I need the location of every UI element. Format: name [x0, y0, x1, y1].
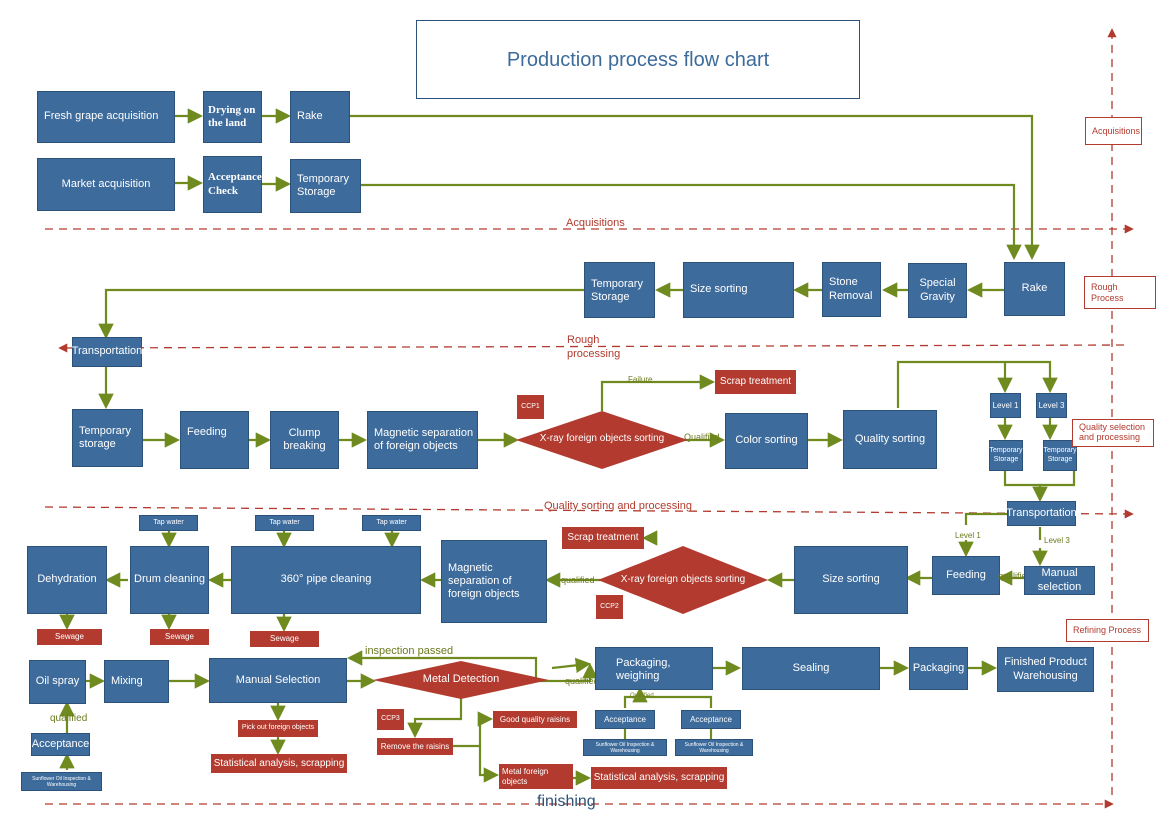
statistical-analysis-box-2: Statistical analysis, scrapping: [211, 754, 347, 773]
sealing-box: Sealing: [742, 647, 880, 690]
sunflower-inspection-box-left: Sunflower Oil Inspection & Warehousing: [21, 772, 102, 791]
packaging-box: Packaging: [909, 647, 968, 690]
quality-sorting-section-label: Quality sorting and processing: [544, 500, 692, 512]
qualified-label-refining-2: qualified: [561, 575, 595, 585]
qualified-label-left: qualified: [50, 713, 88, 724]
acceptance-check-box: Acceptance Check: [203, 156, 262, 213]
drum-cleaning-box: Drum cleaning: [130, 546, 209, 614]
temporary-storage-box-quality: Temporary storage: [72, 409, 143, 467]
transportation-box-quality: Transportation: [1006, 501, 1077, 526]
size-sorting-box-rough: Size sorting: [683, 262, 794, 318]
failure-label: Failure: [628, 375, 653, 384]
metal-detection-label: Metal Detection: [422, 673, 500, 686]
qualified-label-finishing: qualified: [565, 676, 599, 686]
finished-product-warehousing-box: Finished Product Warehousing: [997, 647, 1094, 692]
oil-spray-box: Oil spray: [29, 660, 86, 704]
feeding-box-quality: Feeding: [180, 411, 249, 469]
ccp1-badge: CCP1: [517, 395, 544, 419]
special-gravity-box: Special Gravity: [908, 263, 967, 318]
sunflower-inspection-box-2: Sunflower Oil Inspection & Warehousing: [675, 739, 753, 756]
sewage-box-1: Sewage: [37, 629, 102, 645]
acceptance-box-1: Acceptance: [595, 710, 655, 729]
rake-box-acquisition: Rake: [290, 91, 350, 143]
page-title: Production process flow chart: [416, 20, 860, 99]
qualified-small-label: Qualified: [630, 693, 654, 699]
statistical-analysis-box-1: Statistical analysis, scrapping: [591, 767, 727, 789]
temporary-storage-small-2: Temporary Storage: [1043, 440, 1077, 471]
tap-water-box-2: Tap water: [255, 515, 314, 531]
sunflower-inspection-box-1: Sunflower Oil Inspection & Warehousing: [583, 739, 667, 756]
good-quality-raisins-box: Good quality raisins: [493, 711, 577, 728]
refining-process-tag: Refining Process: [1066, 619, 1149, 642]
manual-selection-box-finishing: Manual Selection: [209, 658, 347, 703]
rough-process-tag: Rough Process: [1084, 276, 1156, 309]
qualified-label-refining-1: qualified: [998, 571, 1032, 581]
quality-sorting-box: Quality sorting: [843, 410, 937, 469]
magnetic-separation-box-1: Magnetic separation of foreign objects: [367, 411, 478, 469]
ccp3-badge: CCP3: [377, 709, 404, 730]
metal-foreign-objects-box: Metal foreign objects: [499, 764, 573, 789]
feeding-box-refining: Feeding: [932, 556, 1000, 595]
sewage-box-3: Sewage: [250, 631, 319, 647]
qualified-label-quality: Qualified: [684, 432, 720, 442]
pick-out-foreign-objects-box: Pick out foreign objects: [238, 720, 318, 737]
temporary-storage-box-acquisition: Temporary Storage: [290, 159, 361, 213]
level1-label-refining: Level 1: [955, 531, 981, 540]
tap-water-box-3: Tap water: [362, 515, 421, 531]
magnetic-separation-box-2: Magnetic separation of foreign objects: [441, 540, 547, 623]
sewage-box-2: Sewage: [150, 629, 209, 645]
acquisitions-section-label: Acquisitions: [566, 217, 625, 229]
rake-box-rough: Rake: [1004, 262, 1065, 316]
acquisitions-tag: Acquisitions: [1085, 117, 1142, 145]
finishing-section-label: finishing: [537, 793, 596, 810]
acceptance-box-left: Acceptance: [31, 733, 90, 756]
level3-box-quality: Level 3: [1036, 393, 1067, 418]
stone-removal-box: Stone Removal: [822, 262, 881, 317]
acceptance-box-2: Acceptance: [681, 710, 741, 729]
temporary-storage-box-rough: Temporary Storage: [584, 262, 655, 318]
scrap-treatment-box-1: Scrap treatment: [715, 370, 796, 394]
market-acquisition-box: Market acquisition: [37, 158, 175, 211]
fresh-grape-acquisition-box: Fresh grape acquisition: [37, 91, 175, 143]
manual-selection-box-refining: Manual selection: [1024, 566, 1095, 595]
pipe-cleaning-box: 360° pipe cleaning: [231, 546, 421, 614]
xray-sorting-label-1: X-ray foreign objects sorting: [539, 433, 665, 444]
size-sorting-box-refining: Size sorting: [794, 546, 908, 614]
packaging-weighing-box: Packaging, weighing: [595, 647, 713, 690]
quality-selection-tag: Quality selection and processing: [1072, 419, 1154, 447]
rough-processing-section-label: Rough processing: [567, 334, 621, 360]
temporary-storage-small-1: Temporary Storage: [989, 440, 1023, 471]
clump-breaking-box: Clump breaking: [270, 411, 339, 469]
xray-sorting-label-2: X-ray foreign objects sorting: [620, 574, 746, 585]
scrap-treatment-box-2: Scrap treatment: [562, 527, 644, 549]
dehydration-box: Dehydration: [27, 546, 107, 614]
level3-label-refining: Level 3: [1044, 536, 1070, 545]
level1-box-quality: Level 1: [990, 393, 1021, 418]
mixing-box: Mixing: [104, 660, 169, 703]
inspection-passed-label: inspection passed: [365, 645, 454, 657]
transportation-box-rough: Transportation: [72, 337, 142, 367]
ccp2-badge: CCP2: [596, 595, 623, 619]
color-sorting-box: Color sorting: [725, 413, 808, 469]
drying-on-land-box: Drying on the land: [203, 91, 262, 143]
tap-water-box-1: Tap water: [139, 515, 198, 531]
remove-raisins-box: Remove the raisins: [377, 738, 453, 755]
